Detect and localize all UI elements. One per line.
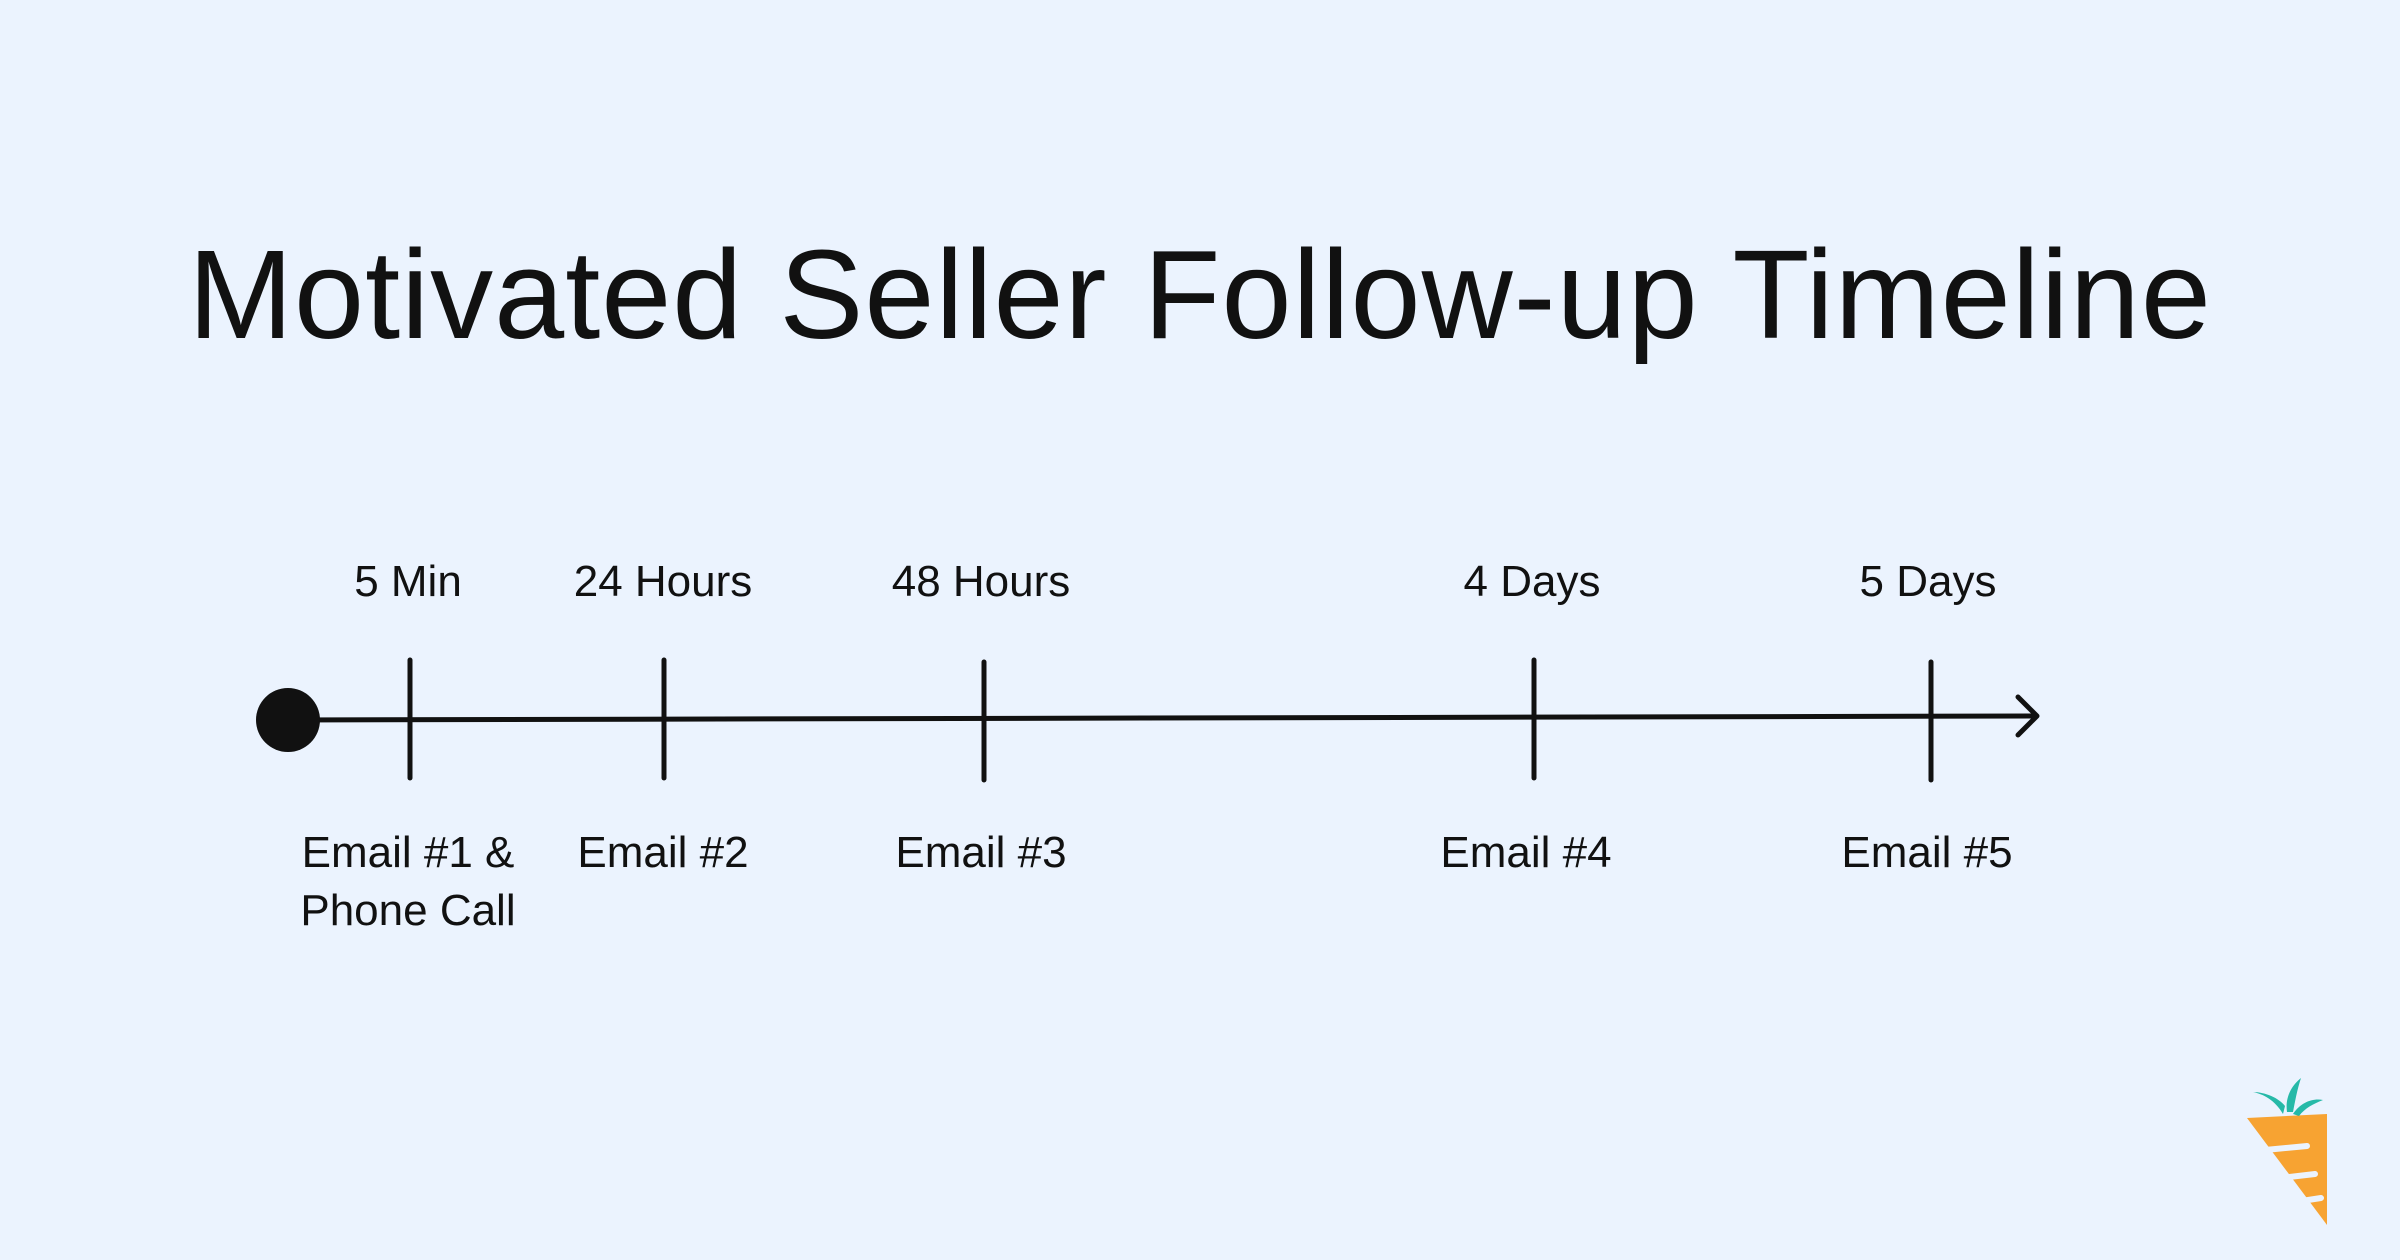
milestone-time-1: 5 Min	[354, 557, 462, 606]
timeline-arrowhead	[2015, 694, 2040, 738]
milestone-event-1: Email #1 & Phone Call	[300, 828, 516, 935]
milestone-time-4: 4 Days	[1463, 557, 1601, 606]
milestone-time-5: 5 Days	[1859, 557, 1997, 606]
milestone-time-2: 24 Hours	[573, 557, 753, 606]
milestone-event-2: Email #2	[577, 828, 749, 877]
milestone-event-4: Email #4	[1440, 828, 1612, 877]
carrot-icon	[2247, 1078, 2327, 1225]
milestone-event-5: Email #5	[1841, 828, 2013, 877]
page-title: Motivated Seller Follow-up Timeline	[188, 224, 2212, 365]
milestone-time-3: 48 Hours	[891, 557, 1071, 606]
milestone-event-3: Email #3	[895, 828, 1067, 877]
timeline-axis-line	[285, 713, 2039, 723]
timeline-start-dot	[256, 688, 320, 752]
